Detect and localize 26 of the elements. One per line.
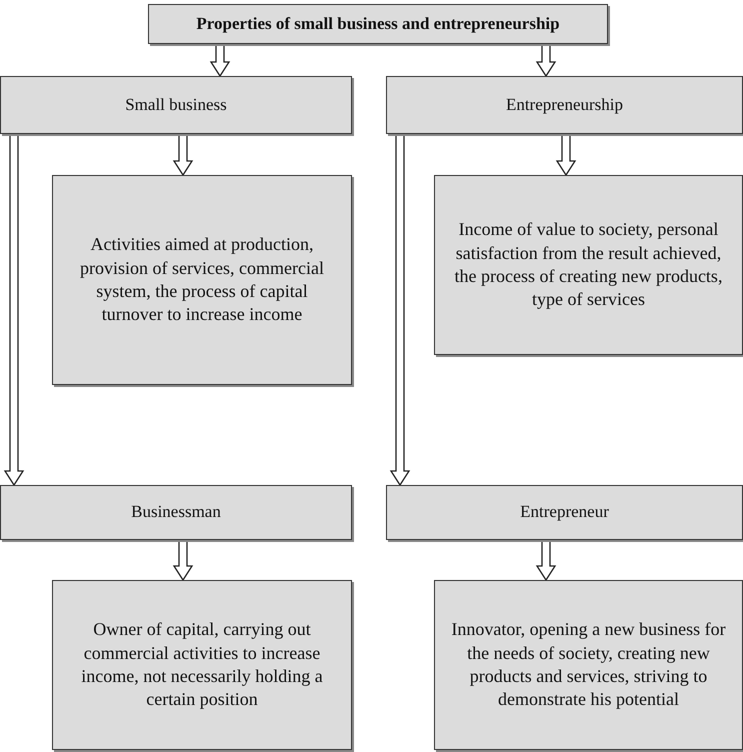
hollow-arrow [4, 133, 24, 486]
hollow-arrow [536, 539, 556, 582]
description-box [434, 580, 743, 750]
heading-box [0, 485, 352, 540]
box-text: Innovator, opening a new business for the needs of society, creating new products and services, striving to demonstrate his potential [450, 618, 727, 712]
hollow-arrow [172, 539, 194, 582]
heading-box [386, 485, 743, 540]
description-box [434, 175, 743, 355]
description-box [52, 175, 352, 385]
heading-box [386, 76, 743, 134]
box-text: Small business [125, 94, 227, 116]
hollow-arrow [172, 133, 194, 176]
box-text: Entrepreneurship [506, 94, 624, 116]
box-text: Businessman [131, 501, 221, 524]
box-text: Entrepreneur [520, 501, 609, 524]
box-text: Income of value to society, personal satisfaction from the result achieved, the process of creating new products, type of services [454, 218, 724, 312]
box-text: Activities aimed at production, provision of services, commercial system, the process of capital turnover to increase income [79, 233, 325, 326]
box-text: Properties of small business and entrepreneurship [196, 12, 560, 35]
title-box [148, 4, 608, 44]
hollow-arrow [556, 133, 576, 176]
description-box [52, 580, 352, 750]
hollow-arrow [210, 43, 230, 78]
box-text: Owner of capital, carrying out commercial activities to increase income, not necessarily holding a certain position [80, 618, 324, 712]
hollow-arrow [536, 43, 556, 78]
heading-box [0, 76, 352, 134]
hollow-arrow [390, 133, 410, 486]
